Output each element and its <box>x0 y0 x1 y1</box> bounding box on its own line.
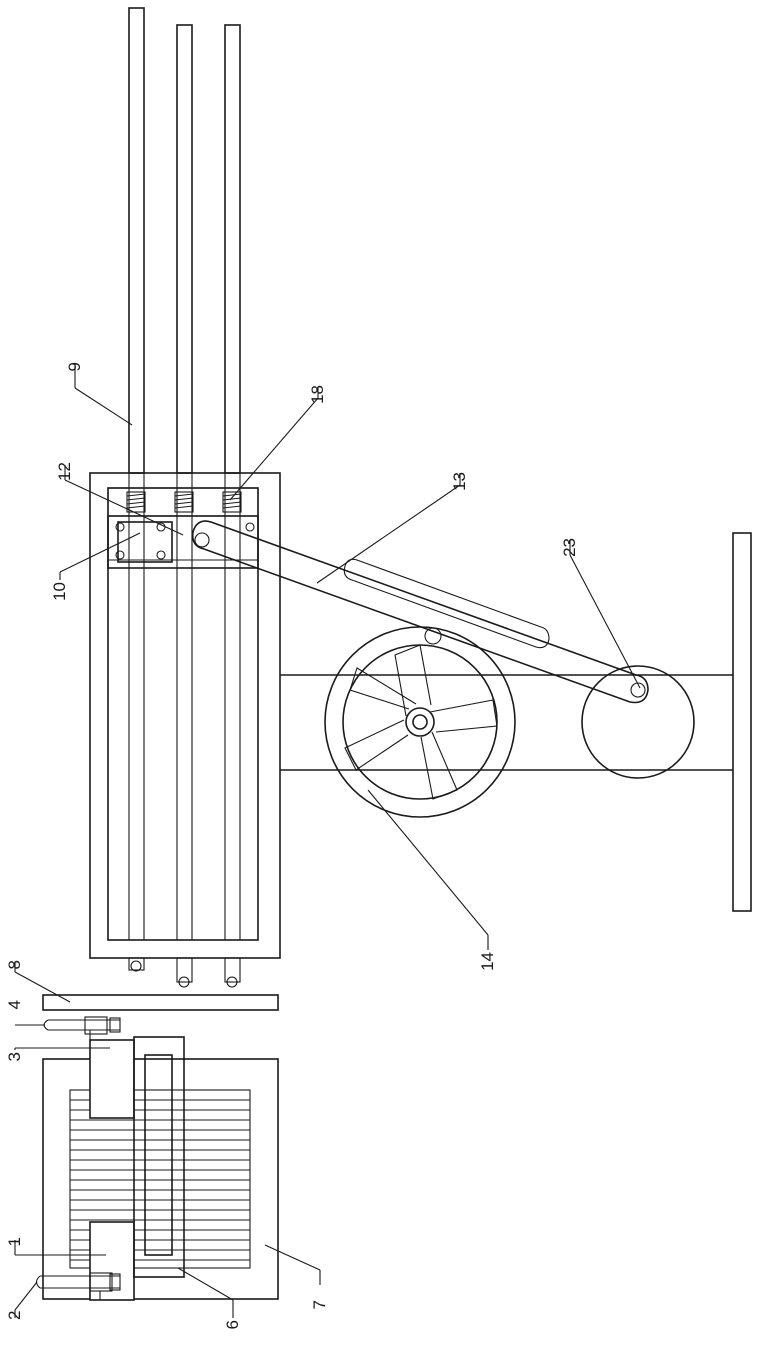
base-plate <box>733 533 751 911</box>
springs <box>108 488 258 516</box>
label-9: 9 <box>65 362 84 371</box>
reference-labels: 9 18 12 13 23 10 14 8 4 3 1 2 6 7 <box>5 362 579 1329</box>
label-23: 23 <box>560 538 579 557</box>
label-18: 18 <box>308 385 327 404</box>
label-3: 3 <box>5 1052 24 1061</box>
label-2: 2 <box>5 1311 24 1320</box>
label-8: 8 <box>5 960 24 969</box>
label-6: 6 <box>223 1320 242 1329</box>
label-12: 12 <box>55 462 74 481</box>
label-13: 13 <box>450 472 469 491</box>
wall-plate <box>43 995 278 1010</box>
label-7: 7 <box>310 1300 329 1309</box>
comb-assembly <box>37 1017 279 1300</box>
label-1: 1 <box>5 1237 24 1246</box>
label-10: 10 <box>50 582 69 601</box>
label-4: 4 <box>5 1000 24 1009</box>
adjust-screw-top <box>44 1017 120 1040</box>
guide-rails <box>129 8 240 473</box>
impeller-wheel <box>325 627 515 817</box>
label-14: 14 <box>478 952 497 971</box>
support-column <box>280 675 733 770</box>
